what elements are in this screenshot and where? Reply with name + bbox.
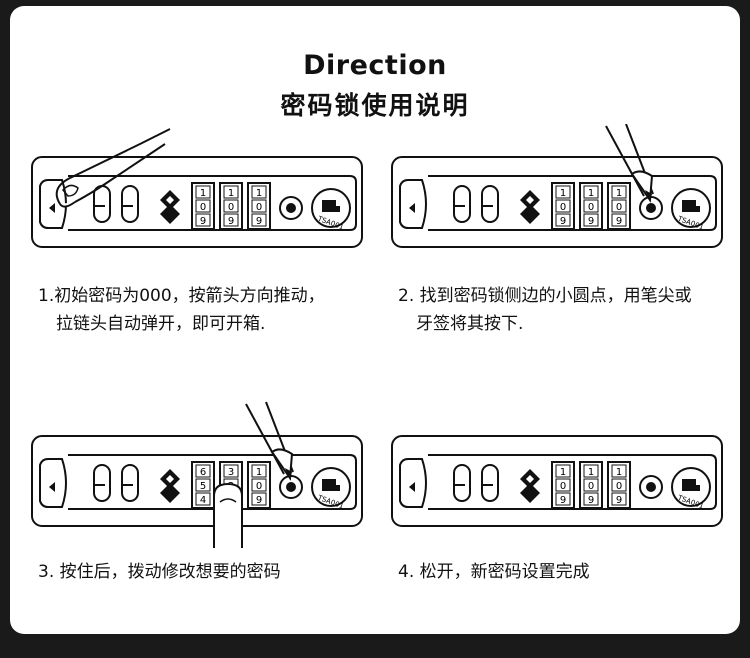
- step-1-line1: 1.初始密码为000，按箭头方向推动，: [38, 286, 325, 306]
- instruction-card: Direction 密码锁使用说明 1 0: [10, 6, 740, 634]
- wheel-digit: 0: [616, 481, 622, 492]
- wheel-digit: 9: [588, 216, 594, 227]
- wheel-digit: 0: [616, 202, 622, 213]
- wheel-digit: 0: [256, 202, 262, 213]
- lock-svg-step-1: 1 0 9 1 0 9 1 0 9: [31, 128, 363, 248]
- step-3-text: 3. 按住后，拨动修改想要的密码: [38, 558, 281, 586]
- digit-wheel-3: 1 0 9: [247, 182, 271, 230]
- wheel-digit: 0: [200, 202, 206, 213]
- diamond-logo-icon: [520, 469, 540, 503]
- wheel-digit: 0: [588, 202, 594, 213]
- wheel-digit: 9: [256, 216, 262, 227]
- lock-svg-step-2: 1 0 9 1 0 9 1 0 9: [391, 123, 723, 248]
- digit-wheel-3: 1 0 9: [607, 461, 631, 509]
- wheel-digit: 1: [560, 188, 566, 199]
- digit-wheel-1: 1 0 9: [191, 182, 215, 230]
- diamond-logo-icon: [520, 190, 540, 224]
- wheel-digit: 9: [616, 495, 622, 506]
- wheel-digit: 0: [560, 481, 566, 492]
- wheel-digit: 9: [560, 216, 566, 227]
- step-1-line2: 拉链头自动弹开，即可开箱.: [56, 314, 266, 334]
- wheel-digit: 1: [256, 188, 262, 199]
- digit-wheel-2: 1 0 9: [219, 182, 243, 230]
- arrow-left-icon: [49, 482, 55, 492]
- wheel-digit: 1: [616, 467, 622, 478]
- lock-illustration-step-2: 1 0 9 1 0 9 1 0 9: [390, 123, 735, 263]
- wheel-digit: 9: [616, 216, 622, 227]
- lock-illustration-step-3: 6 5 4 3 2 1 1 0 9: [30, 400, 375, 554]
- tsa-lock-icon: TSA001: [671, 467, 711, 510]
- diamond-logo-icon: [160, 469, 180, 503]
- tsa-lock-icon: TSA001: [311, 188, 351, 231]
- step-2-line1: 2. 找到密码锁侧边的小圆点，用笔尖或: [398, 286, 692, 306]
- wheel-digit: 1: [256, 467, 262, 478]
- digit-wheel-1: 1 0 9: [551, 182, 575, 230]
- digit-wheel-3: 1 0 9: [247, 461, 271, 509]
- wheel-digit: 9: [228, 216, 234, 227]
- step-3-line1: 3. 按住后，拨动修改想要的密码: [38, 562, 281, 582]
- wheel-digit: 3: [228, 467, 234, 478]
- diamond-logo-icon: [160, 190, 180, 224]
- step-1-text: 1.初始密码为000，按箭头方向推动， 拉链头自动弹开，即可开箱.: [38, 282, 325, 338]
- wheel-digit: 6: [200, 467, 206, 478]
- wheel-digit: 1: [560, 467, 566, 478]
- wheel-digit: 5: [200, 481, 206, 492]
- arrow-left-icon: [409, 203, 415, 213]
- wheel-digit: 9: [560, 495, 566, 506]
- wheel-digit: 0: [228, 202, 234, 213]
- digit-wheel-2: 1 0 9: [579, 461, 603, 509]
- pen-tip-icon: [245, 401, 294, 481]
- wheel-digit: 0: [588, 481, 594, 492]
- wheel-digit: 0: [256, 481, 262, 492]
- lock-svg-step-3: 6 5 4 3 2 1 1 0 9: [31, 401, 363, 548]
- lock-illustration-step-1: 1 0 9 1 0 9 1 0 9: [30, 124, 375, 263]
- wheel-digit: 1: [588, 188, 594, 199]
- step-2-line2: 牙签将其按下.: [416, 314, 524, 334]
- lock-illustration-step-4: 1 0 9 1 0 9 1 0 9: [390, 400, 735, 539]
- arrow-left-icon: [49, 203, 55, 213]
- wheel-digit: 1: [588, 467, 594, 478]
- digit-wheel-1: 1 0 9: [551, 461, 575, 509]
- wheel-digit: 4: [200, 495, 206, 506]
- step-2-text: 2. 找到密码锁侧边的小圆点，用笔尖或 牙签将其按下.: [398, 282, 692, 338]
- wheel-digit: 0: [560, 202, 566, 213]
- wheel-digit: 1: [200, 188, 206, 199]
- wheel-digit: 1: [228, 188, 234, 199]
- page-subtitle: 密码锁使用说明: [280, 91, 470, 120]
- wheel-digit: 9: [256, 495, 262, 506]
- lock-svg-step-4: 1 0 9 1 0 9 1 0 9: [391, 435, 723, 527]
- finger-push-icon: [55, 128, 171, 208]
- digit-wheel-1: 6 5 4: [191, 461, 215, 509]
- step-4-line1: 4. 松开，新密码设置完成: [398, 562, 590, 582]
- digit-wheel-3: 1 0 9: [607, 182, 631, 230]
- page-title: Direction: [303, 50, 447, 81]
- finger-turn-icon: [213, 482, 243, 548]
- wheel-digit: 9: [200, 216, 206, 227]
- step-4-text: 4. 松开，新密码设置完成: [398, 558, 590, 586]
- arrow-left-icon: [409, 482, 415, 492]
- pen-tip-icon: [605, 123, 654, 203]
- wheel-digit: 1: [616, 188, 622, 199]
- wheel-digit: 9: [588, 495, 594, 506]
- digit-wheel-2: 1 0 9: [579, 182, 603, 230]
